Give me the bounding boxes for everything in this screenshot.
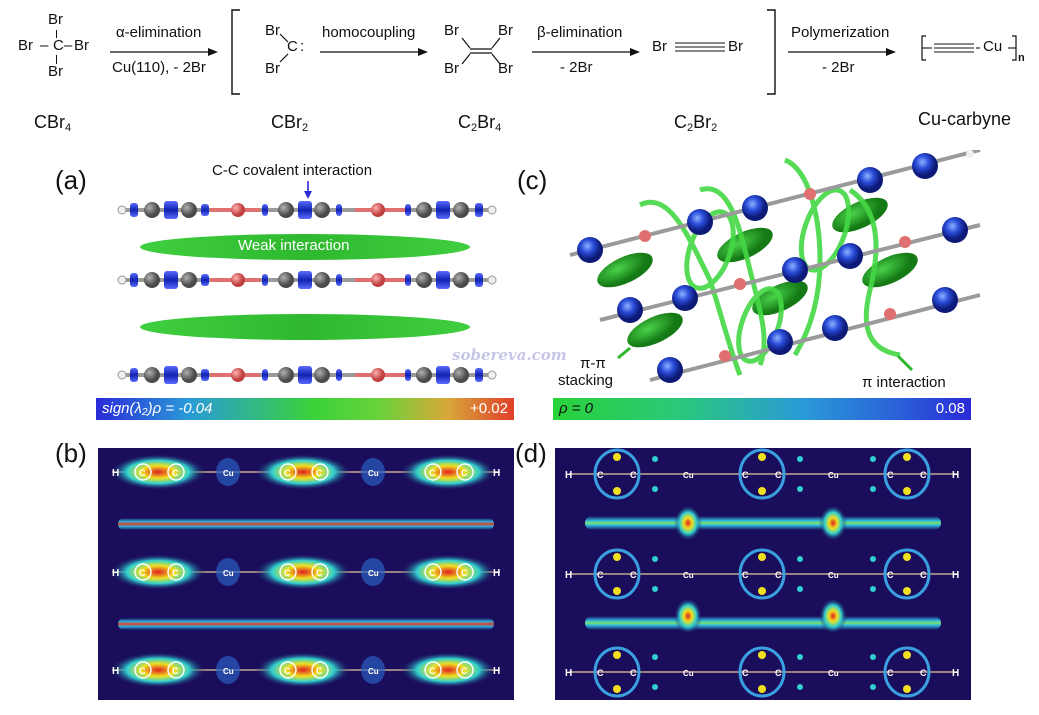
scale-c-left: ρ = 0 [559, 400, 594, 417]
c2br4-br-br: Br [498, 60, 513, 77]
cc-covalent-annotation: C-C covalent interaction [212, 162, 373, 179]
polymer-label: Cu-carbyne [918, 109, 1012, 129]
cbr2-top-br: Br [265, 22, 280, 39]
panel-a-chains [116, 201, 498, 386]
c2br4-bl-br: Br [444, 60, 459, 77]
panel-a-color-scale: sign(λ₂)ρ = -0.04 +0.02 [96, 398, 514, 420]
chain-row-2 [116, 269, 498, 291]
cbr4-top-br: Br [48, 11, 63, 28]
c2br4-tr-br: Br [498, 22, 513, 39]
polymer-n: n [1018, 52, 1025, 64]
arrow3-top-label: β-elimination [537, 24, 623, 41]
cbr4-label: CBr4 [34, 112, 72, 134]
panel-a-label: (a) [55, 165, 87, 195]
stacking-label: stacking [558, 372, 614, 389]
c2br2-left-br: Br [652, 38, 667, 55]
cbr4-center-c: C [53, 37, 64, 54]
chain-3d-3 [649, 287, 981, 383]
left-bracket-icon [231, 9, 240, 95]
arrow4-bottom-label: - 2Br [822, 59, 855, 76]
weak-interaction-surface-2 [140, 314, 470, 340]
c2br2-right-br: Br [728, 38, 743, 55]
annotation-arrow-icon [304, 181, 312, 199]
scale-a-right: +0.02 [470, 400, 508, 417]
c2br2-triple-bond-icon [675, 42, 725, 52]
panel-d-label: (d) [515, 438, 547, 468]
cbr4-right-br: Br [74, 37, 89, 54]
scale-c-right: 0.08 [935, 400, 965, 417]
chain-3d-2 [599, 217, 981, 323]
cbr2-center-c: C [287, 38, 298, 55]
arrow4-top-label: Polymerization [791, 24, 890, 41]
arrow2-icon [320, 48, 428, 56]
scale-a-left: sign(λ₂)ρ = -0.04 [102, 400, 213, 417]
panel-b-density-map: H C C Cu C C Cu C C H [98, 448, 514, 700]
watermark: sobereva.com [452, 346, 567, 364]
panel-c-label: (c) [517, 165, 548, 195]
pi-interaction-label: π interaction [862, 374, 946, 391]
polymer-cu: Cu [983, 38, 1003, 55]
c2br2-label: C2Br2 [674, 112, 718, 134]
cbr2-bottom-br: Br [265, 60, 280, 77]
pi-pi-label: π-π [580, 355, 606, 372]
chain-3d-1 [569, 150, 981, 263]
weak-interaction-surface-1 [140, 234, 470, 260]
c2br4-tl-br: Br [444, 22, 459, 39]
c2br4-bonds-icon [461, 37, 501, 65]
cbr4-bond-up [56, 30, 57, 38]
cbr2-colon: : [300, 38, 305, 55]
chain-row-3 [116, 364, 498, 386]
arrow3-bottom-label: - 2Br [560, 59, 593, 76]
cbr4-bottom-br: Br [48, 63, 63, 80]
c2br4-label: C2Br4 [458, 112, 502, 134]
arrow1-icon [110, 48, 218, 56]
cbr4-dash-right: – [64, 37, 73, 54]
cbr2-bonds-icon [279, 33, 289, 63]
cbr2-label: CBr2 [271, 112, 309, 134]
polymer-structure-icon [921, 35, 1017, 61]
arrow4-icon [788, 48, 896, 56]
panel-c-3d-view [569, 150, 981, 383]
arrow2-top-label: homocoupling [322, 24, 416, 41]
arrow1-top-label: α-elimination [116, 24, 202, 41]
arrow1-bottom-label: Cu(110), - 2Br [112, 59, 206, 76]
pi-interaction-surfaces [638, 157, 901, 376]
cbr4-dash-left: – [40, 37, 49, 54]
panel-b-label: (b) [55, 438, 87, 468]
arrow3-icon [532, 48, 640, 56]
cbr4-bond-down [56, 55, 57, 64]
weak-interaction-label: Weak interaction [238, 237, 350, 254]
panel-c-color-scale: ρ = 0 0.08 [553, 398, 971, 420]
cbr4-left-br: Br [18, 37, 33, 54]
panel-d-density-map: H C C Cu C C Cu C C H [555, 448, 971, 700]
chain-row-1 [117, 201, 497, 219]
right-bracket-icon [767, 9, 776, 95]
